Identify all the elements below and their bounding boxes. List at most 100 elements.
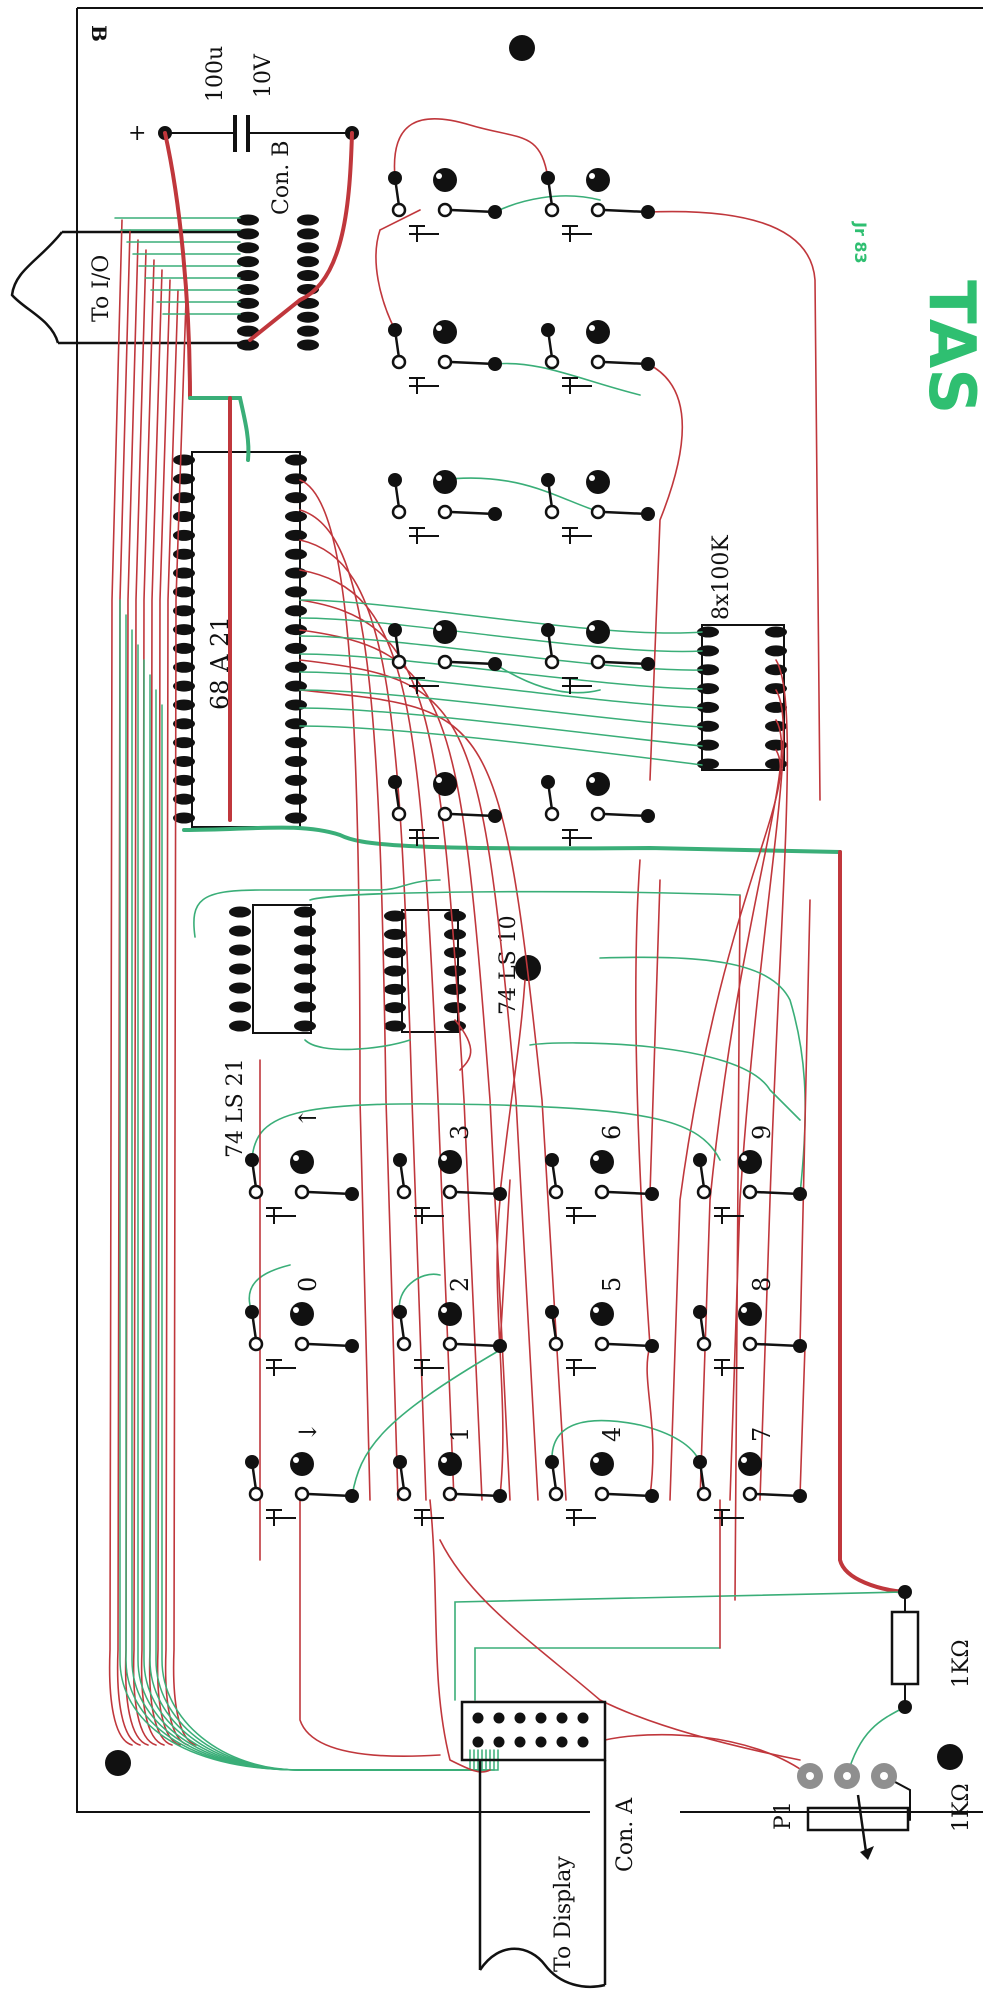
resistor-pin	[697, 664, 719, 676]
key-switch	[693, 1302, 807, 1376]
trace	[299, 629, 511, 1501]
ic-pin	[294, 906, 316, 918]
ic-pin	[173, 492, 195, 504]
trace	[494, 663, 601, 694]
header-pin	[237, 214, 259, 226]
con-a-label: Con. A	[613, 1797, 638, 1872]
mounting-hole-bottom-left	[105, 1750, 131, 1776]
mounting-hole-bottom-right	[937, 1744, 963, 1770]
ic-pin	[285, 605, 307, 617]
header-pin	[237, 339, 259, 351]
display-cable: To Display	[478, 1760, 607, 1989]
capacitor-plus-label: +	[128, 121, 146, 146]
traces	[108, 117, 911, 1821]
ic-pin	[294, 982, 316, 994]
key-switch	[541, 772, 655, 846]
key-label-8: 8	[748, 1277, 776, 1292]
ic-pin	[229, 982, 251, 994]
key-switch	[245, 1452, 359, 1526]
trace	[299, 725, 703, 766]
resistor-pin	[765, 664, 787, 676]
resistor-pin	[765, 645, 787, 657]
ic-pin	[229, 944, 251, 956]
header-pin	[556, 1712, 568, 1724]
header-pin	[535, 1712, 547, 1724]
ic-pin	[229, 906, 251, 918]
ic-pin	[173, 680, 195, 692]
potentiometer-p1: P1 1KΩ	[771, 1763, 974, 1860]
ic-pin	[173, 529, 195, 541]
trace	[647, 210, 821, 801]
trace	[499, 979, 526, 1195]
key-switch	[693, 1452, 807, 1526]
resistor-pin	[697, 645, 719, 657]
mounting-hole-top	[509, 35, 535, 61]
header-pin	[297, 325, 319, 337]
ic-pin	[294, 963, 316, 975]
resistor-1k-label: 1KΩ	[949, 1639, 974, 1688]
key-switch	[545, 1302, 659, 1376]
trace	[474, 1647, 721, 1701]
key-switch	[541, 470, 655, 544]
ic-pin	[285, 774, 307, 786]
trace	[172, 299, 197, 1746]
ic-68a21: 68 A 21	[173, 451, 307, 828]
ic-pin	[444, 1002, 466, 1014]
trace	[375, 209, 421, 331]
ic-pin	[285, 699, 307, 711]
ic-pin	[285, 473, 307, 485]
ic-pin	[285, 718, 307, 730]
key-switch	[693, 1150, 807, 1224]
trace	[299, 539, 427, 1501]
resistor-pin	[697, 739, 719, 751]
ic-pin	[285, 567, 307, 579]
ic-pin	[173, 699, 195, 711]
resistor-pin	[765, 758, 787, 770]
ic-pin	[384, 983, 406, 995]
trace	[799, 899, 811, 1347]
ic-pin	[384, 965, 406, 977]
keypad-labels: ↑ 3 6 9 0 2 5 8 ↓ 1 4 7	[294, 1108, 776, 1442]
trace	[846, 1706, 906, 1777]
header-pin	[297, 214, 319, 226]
ic-pin	[173, 755, 195, 767]
board-outline	[76, 7, 983, 1813]
key-switch	[545, 1452, 659, 1526]
key-switch	[388, 620, 502, 694]
ic-pin	[384, 910, 406, 922]
trace	[299, 479, 371, 1501]
trace	[309, 890, 741, 901]
resistor-pin	[697, 701, 719, 713]
trace	[494, 195, 601, 213]
key-label-up: ↑	[294, 1108, 322, 1128]
header-pin	[535, 1736, 547, 1748]
ic-pin	[173, 642, 195, 654]
ic-pin	[384, 1002, 406, 1014]
header-pin	[514, 1736, 526, 1748]
trace	[699, 719, 783, 1501]
key-label-3: 3	[446, 1125, 474, 1140]
trace	[729, 689, 785, 1501]
ic-pin	[285, 642, 307, 654]
trace	[299, 689, 567, 1501]
trace	[156, 279, 181, 1746]
capacitor-voltage-label: 10V	[251, 53, 276, 98]
ic-pin	[285, 680, 307, 692]
ic-pin	[173, 624, 195, 636]
key-label-0: 0	[294, 1277, 322, 1292]
ic-pin	[384, 928, 406, 940]
trace	[248, 1264, 291, 1313]
ic-pin	[285, 511, 307, 523]
capacitor-100u: + 100u 10V	[128, 46, 359, 152]
key-switch	[541, 320, 655, 394]
header-pin	[237, 270, 259, 282]
ic-pin	[294, 1001, 316, 1013]
trace	[182, 825, 842, 854]
trace	[299, 707, 703, 747]
trace	[116, 229, 141, 1746]
ic-74ls21-label: 74 LS 21	[223, 1058, 248, 1158]
trace	[646, 1345, 654, 1497]
trace	[669, 749, 782, 1501]
key-label-1: 1	[446, 1427, 474, 1442]
trace	[439, 477, 601, 513]
